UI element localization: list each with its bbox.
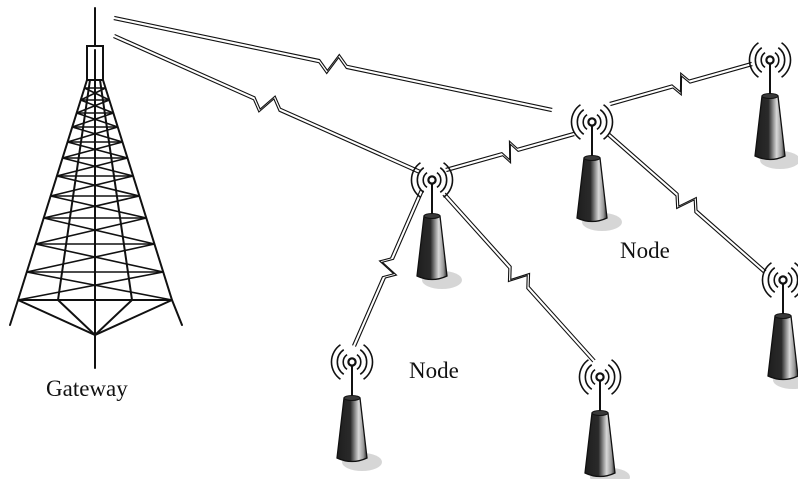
node-antenna-icon [748, 42, 798, 169]
node-antenna-icon [761, 262, 798, 389]
gateway-label: Gateway [46, 376, 128, 401]
node-antenna-icon [570, 104, 622, 231]
node-label-upper: Node [620, 238, 670, 263]
nodes-layer [330, 42, 798, 479]
wireless-links [113, 15, 767, 363]
node-antenna-icon [330, 344, 382, 471]
tower-lattice [17, 87, 173, 301]
node-antenna-icon [578, 359, 630, 479]
node-label-lower: Node [409, 358, 459, 383]
gateway-tower-icon [9, 7, 183, 369]
node-antenna-icon [410, 162, 462, 289]
